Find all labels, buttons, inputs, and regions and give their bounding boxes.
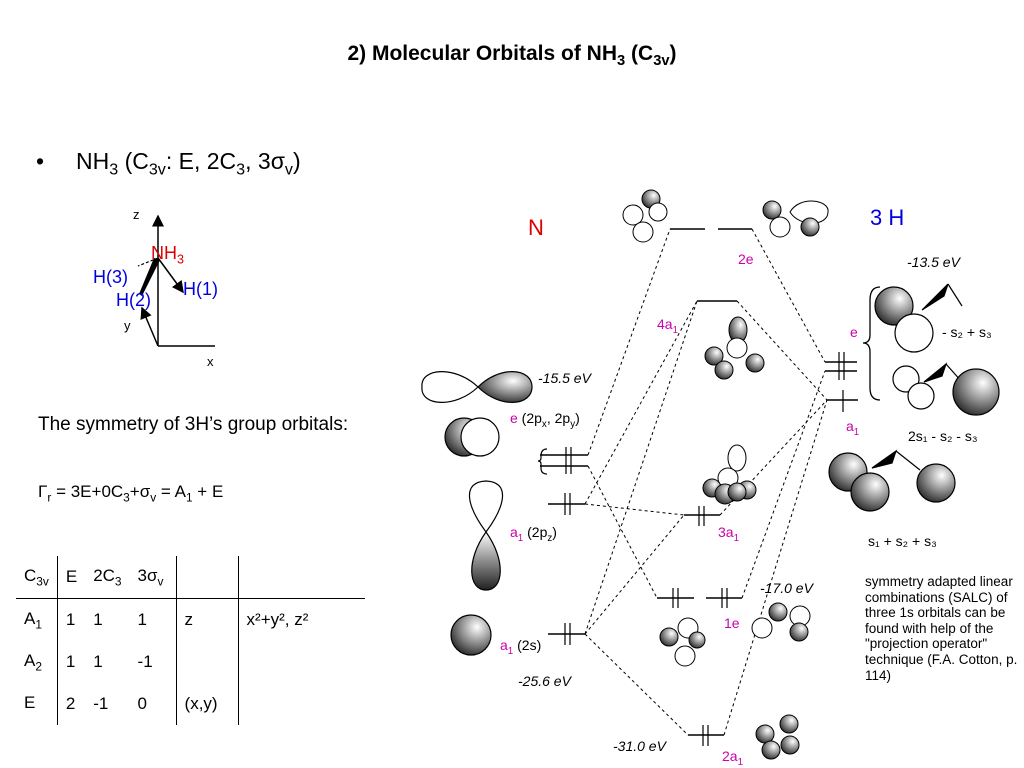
n-2py-lobe-white — [460, 417, 500, 457]
h3-group-label: 3 H — [870, 205, 905, 230]
n-e-brace — [537, 448, 548, 475]
mo-pictures — [622, 189, 829, 760]
coordinate-axes-diagram — [137, 214, 215, 347]
h2-label: H(2) — [116, 290, 151, 310]
energy-label-n-2s: -25.6 eV — [518, 673, 571, 689]
bond-h2 — [139, 258, 160, 296]
n-2px-lobe-white — [421, 371, 479, 403]
salc-a1-label: s₁ + s₂ + s₃ — [868, 533, 937, 549]
h-e-brace — [862, 286, 881, 401]
energy-label-n-2p: -15.5 eV — [538, 370, 591, 386]
symmetry-heading: The symmetry of 3H’s group orbitals: — [38, 414, 349, 435]
h3-label: H(3) — [93, 267, 128, 287]
character-table-c3v: C3v E 2C3 3σv A1 1 1 1 z x²+y², z² A2 1 … — [16, 556, 365, 725]
salc-note: symmetry adapted linear combinations (SA… — [865, 574, 1018, 683]
x-label: x — [207, 354, 214, 369]
y-axis — [140, 306, 159, 347]
nh3-label: NH3 — [151, 243, 185, 267]
table-row: A2 1 1 -1 — [16, 641, 365, 683]
n-2px-lobe-shaded — [477, 371, 533, 403]
mo-3a1-label: 3a1 — [718, 524, 740, 544]
energy-levels — [540, 228, 858, 736]
n-atom-label: N — [528, 215, 544, 240]
table-header-row: C3v E 2C3 3σv — [16, 556, 365, 599]
bullet-dot: • — [36, 148, 45, 174]
n-orbital-pictures — [421, 371, 533, 656]
h-a1-label: a1 — [846, 418, 860, 438]
n-a1-2s-label: a1 (2s) — [500, 637, 542, 657]
n-2s-sphere — [450, 614, 492, 656]
bond-h1 — [157, 257, 184, 294]
n-2pz-lobe-white — [468, 480, 504, 534]
y-label: y — [124, 318, 131, 333]
n-a1-2pz-label: a1 (2pz) — [510, 524, 557, 544]
page-title: 2) Molecular Orbitals of NH3 (C3v) — [347, 42, 677, 70]
n-2pz-lobe-shaded — [471, 530, 501, 591]
bond-h3 — [137, 257, 159, 267]
table-row: A1 1 1 1 z x²+y², z² — [16, 598, 365, 641]
energy-label-1e: -17.0 eV — [760, 580, 813, 596]
gamma-reducible-equation: Γr = 3E+0C3+σv = A1 + E — [38, 482, 224, 505]
h-e-label: e — [850, 324, 858, 340]
energy-label-h-1s: -13.5 eV — [907, 254, 960, 270]
h-salc-pictures — [828, 283, 1000, 512]
mo-1e-label: 1e — [724, 615, 740, 631]
energy-label-2a1: -31.0 eV — [613, 738, 666, 754]
mo-2a1-label: 2a1 — [722, 748, 744, 768]
h1-label: H(1) — [183, 279, 218, 299]
bullet-point-nh3: •NH3 (C3v: E, 2C3, 3σv) — [36, 148, 301, 179]
z-label: z — [133, 207, 140, 222]
electron-pairs — [564, 352, 845, 746]
mo-4a1-label: 4a1 — [657, 316, 679, 336]
salc-e2-label: 2s₁ - s₂ - s₃ — [908, 428, 978, 444]
salc-e1-label: - s₂ + s₃ — [942, 324, 992, 340]
table-row: E 2 -1 0 (x,y) — [16, 683, 365, 725]
mo-2e-label: 2e — [738, 251, 754, 267]
n-e-orbital-label: e (2px, 2py) — [510, 410, 580, 430]
